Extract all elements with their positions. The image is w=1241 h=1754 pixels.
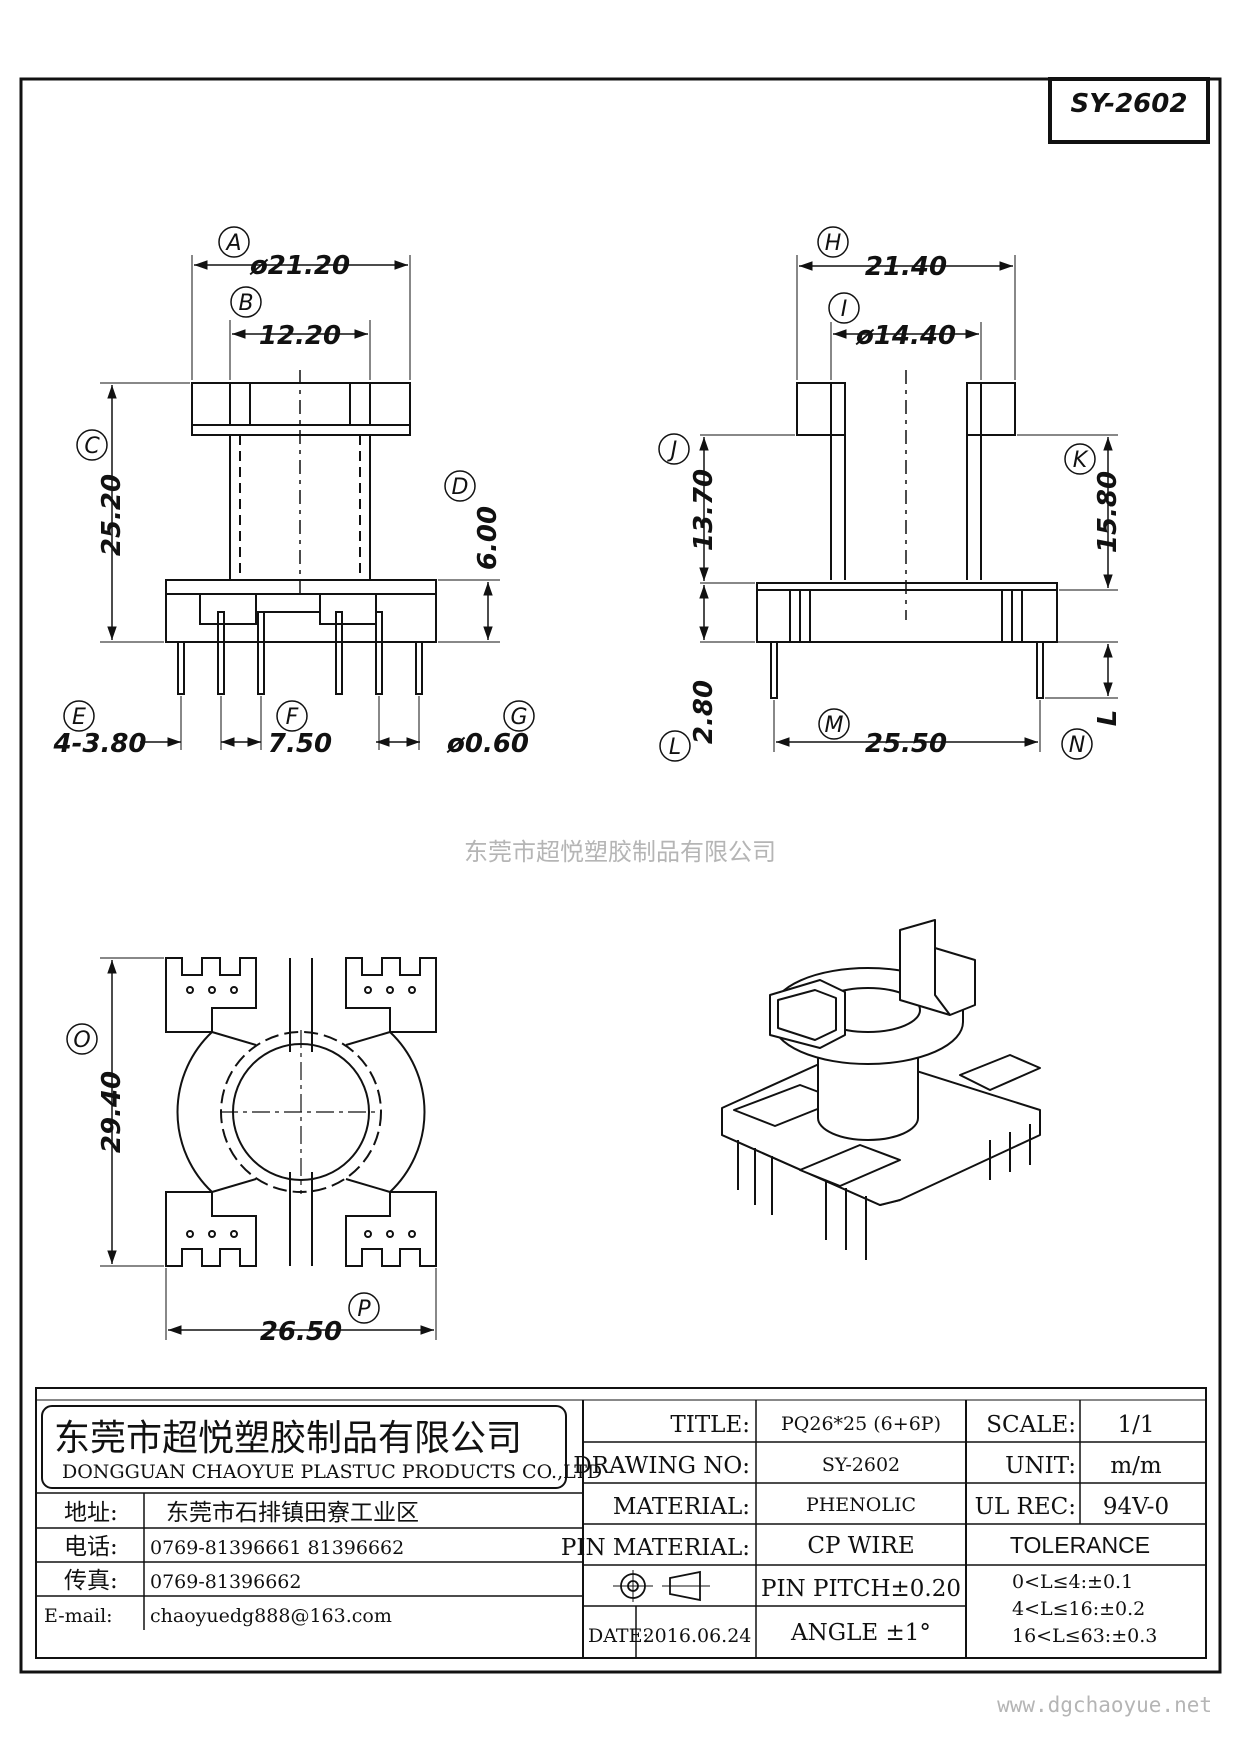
website-watermark: www.dgchaoyue.net [997,1693,1212,1717]
pin-material-label: PIN MATERIAL: [561,1535,750,1561]
tolerance-label: TOLERANCE [1010,1532,1150,1558]
company-name-en: DONGGUAN CHAOYUE PLASTUC PRODUCTS CO.,LT… [62,1461,602,1483]
dim-g-value: ø0.60 [446,729,529,759]
date-value: 2016.06.24 [643,1625,752,1647]
fax-value: 0769-81396662 [150,1571,301,1593]
material-value: PHENOLIC [806,1494,916,1516]
company-name-cn: 东莞市超悦塑胶制品有限公司 [54,1418,522,1459]
title-block [35,1387,1207,1659]
balloon-p: P [357,1297,371,1322]
pin-material-value: CP WIRE [807,1533,914,1559]
dim-e-value: 4-3.80 [52,729,146,759]
email-label: E-mail: [44,1605,113,1627]
side-view [699,255,1118,752]
part-number: SY-2602 [1071,89,1188,119]
balloon-c: C [84,434,100,459]
iso-pins [737,1124,1031,1260]
dim-j-value: 13.70 [689,469,719,551]
fax-label: 传真: [64,1568,118,1594]
dim-b-value: 12.20 [259,321,341,351]
front-view [100,255,500,750]
address-value: 东莞市石排镇田寮工业区 [166,1500,419,1526]
ul-label: UL REC: [975,1494,1076,1520]
balloon-d: D [452,475,469,500]
material-label: MATERIAL: [613,1494,750,1520]
dim-n-value: L [1093,710,1123,727]
isometric-view [721,919,1041,1260]
scale-value: 1/1 [1117,1412,1154,1438]
title-value: PQ26*25 (6+6P) [781,1413,941,1435]
tolerance-row-2: 4<L≤16:±0.2 [1012,1598,1145,1620]
unit-value: m/m [1110,1453,1162,1479]
drawing-no-label: DRAWING NO: [573,1453,750,1479]
phone-label: 电话: [64,1534,118,1560]
outer-frame [19,77,1222,1674]
balloon-e: E [72,705,86,730]
balloon-b: B [238,291,253,316]
dim-f-value: 7.50 [268,729,332,759]
dim-a-value: ø21.20 [249,251,350,281]
dim-h-value: 21.40 [865,252,947,282]
balloon-m: M [825,713,844,738]
title-block-text: 东莞市超悦塑胶制品有限公司 DONGGUAN CHAOYUE PLASTUC P… [44,1412,1169,1647]
unit-label: UNIT: [1005,1453,1076,1479]
front-pins [177,611,423,695]
phone-value: 0769-81396661 81396662 [150,1537,404,1559]
dim-k-value: 15.80 [1093,471,1123,553]
bottom-view-labels: O 29.40 P 26.50 [66,1023,380,1347]
balloon-h: H [825,231,842,256]
email-value: chaoyuedg888@163.com [150,1605,392,1627]
tolerance-row-3: 16<L≤63:±0.3 [1012,1625,1157,1647]
pin-pitch: PIN PITCH±0.20 [761,1576,961,1602]
balloon-n: N [1069,733,1085,758]
balloon-j: J [667,438,678,463]
title-label: TITLE: [670,1412,750,1438]
balloon-g: G [510,705,527,730]
balloon-i: I [841,297,848,322]
projection-symbol [613,1570,710,1602]
balloon-f: F [286,705,299,730]
balloon-a: A [224,231,241,256]
balloon-l: L [669,735,681,760]
part-number-box: SY-2602 [1048,77,1210,144]
angle-tolerance: ANGLE ±1° [790,1620,931,1646]
balloon-k: K [1073,448,1089,473]
dim-m-value: 25.50 [865,729,947,759]
watermark-company: 东莞市超悦塑胶制品有限公司 [464,838,776,866]
tolerance-row-1: 0<L≤4:±0.1 [1012,1571,1133,1593]
dim-c-value: 25.20 [97,474,127,556]
front-view-labels: A ø21.20 B 12.20 C 25.20 D 6.00 E 4-3.80… [52,226,535,759]
scale-label: SCALE: [986,1412,1076,1438]
drawing-no-value: SY-2602 [822,1454,900,1476]
side-view-labels: H 21.40 I ø14.40 J 13.70 K 15.80 L 2.80 … [658,226,1123,762]
ul-value: 94V-0 [1103,1494,1169,1520]
bottom-view [100,957,437,1340]
dim-d-value: 6.00 [473,506,503,570]
dim-p-value: 26.50 [260,1317,342,1347]
balloon-o: O [73,1028,90,1053]
dim-o-value: 29.40 [97,1071,127,1153]
dim-l-value: 2.80 [689,680,719,744]
date-label: DATE: [588,1625,649,1647]
dim-i-value: ø14.40 [855,321,956,351]
address-label: 地址: [64,1500,118,1526]
